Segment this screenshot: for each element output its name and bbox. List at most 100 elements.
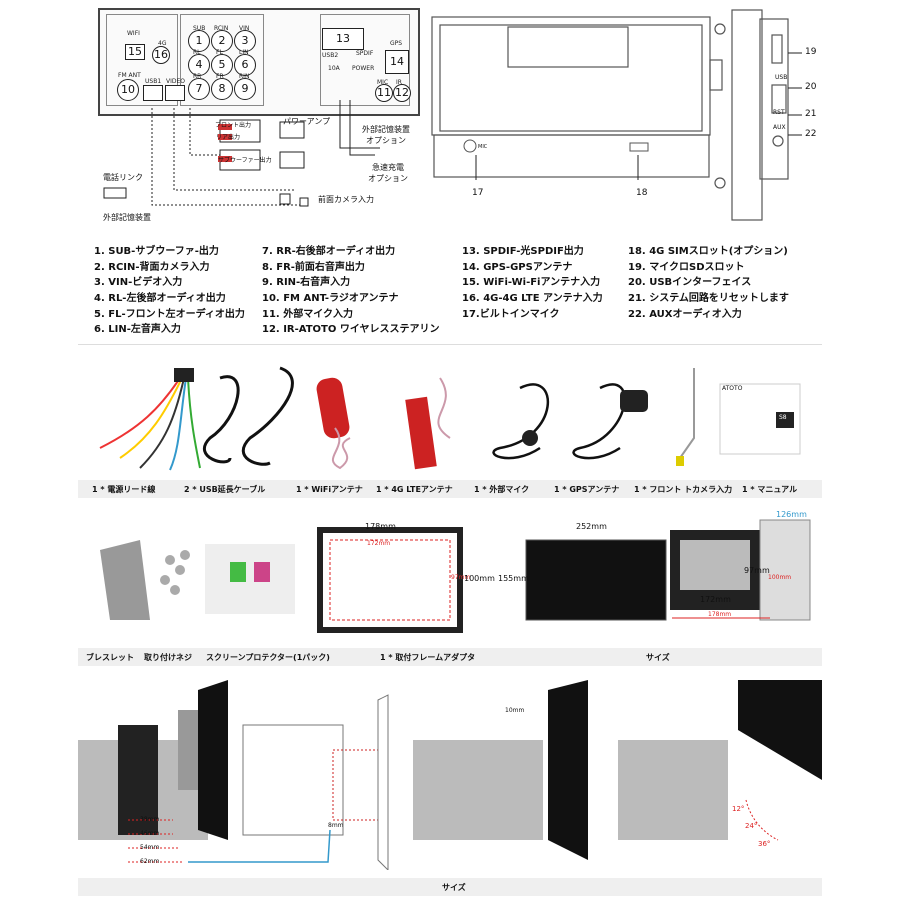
connector-2: 2 <box>211 30 233 52</box>
acc-manual: 1 * マニュアル <box>742 485 798 494</box>
rear-mid-block <box>180 14 264 106</box>
frame-width: 178mm <box>365 522 396 531</box>
rear-out-label: リア出力 <box>216 134 241 141</box>
ir-label: IR <box>396 79 402 86</box>
connector-16: 16 <box>152 46 170 64</box>
usb1-port <box>143 85 163 101</box>
subwoofer-out-label: サブウーファー出力 <box>218 157 272 164</box>
video-label: VIDEO <box>166 78 186 85</box>
legend-item: 2. RCIN-背面カメラ入力 <box>94 261 210 273</box>
rin-label: RIN <box>239 73 250 80</box>
angle-36: 36° <box>758 840 771 848</box>
connector-14: 14 <box>385 50 409 74</box>
front-side-view <box>431 9 802 221</box>
rr-label: RR <box>193 73 202 80</box>
legend-item: 9. RIN-右音声入力 <box>262 277 351 289</box>
screen-height: 155mm <box>498 574 529 583</box>
acc-screws: 取り付けネジ <box>144 653 192 662</box>
legend-item: 10. FM ANT-ラジオアンテナ <box>262 293 399 305</box>
power-amp-label: パワーアンプ <box>283 117 331 126</box>
legend-col-4: 18. 4G SIMスロット(オプション) 19. マイクロSDスロット 20. U… <box>628 244 789 322</box>
legend-item: 6. LIN-左音声入力 <box>94 324 181 336</box>
rl-label: RL <box>193 49 201 56</box>
accessories-photo <box>99 366 801 471</box>
install-photos <box>78 680 822 870</box>
label-17: 17 <box>472 188 484 198</box>
legend-col-3: 13. SPDIF-光SPDIF出力 14. GPS-GPSアンテナ 15. WiF… <box>462 244 603 322</box>
acc-frame-adapter: 1 * 取付フレームアダプタ <box>380 653 476 662</box>
caption-bar-2 <box>78 648 822 666</box>
legend-item: 19. マイクロSDスロット <box>628 261 745 273</box>
screen-width: 252mm <box>576 522 607 531</box>
sub-label: SUB <box>193 25 206 32</box>
connector-6: 6 <box>234 54 256 76</box>
connector-3: 3 <box>234 30 256 52</box>
usb1-label: USB1 <box>145 78 162 85</box>
depth-62: 62mm <box>140 858 160 865</box>
lin-label: LIN <box>239 49 249 56</box>
rear-left-block <box>106 14 178 106</box>
label-18: 18 <box>636 188 648 198</box>
caption-bar-3 <box>78 878 822 896</box>
bottom-caption: サイズ <box>442 883 466 892</box>
angle-24: 24° <box>745 822 758 830</box>
legend-item: 17.ビルトインマイク <box>462 308 560 320</box>
usb2-label: USB2 <box>322 52 339 59</box>
4g-label: 4G <box>158 40 167 47</box>
legend-item: 16. 4G-4G LTE アンテナ入力 <box>462 293 603 305</box>
legend-item: 11. 外部マイク入力 <box>262 308 353 320</box>
usb-side-label: USB <box>775 74 788 81</box>
manual-model: S8 <box>779 414 787 421</box>
unit-height: 97mm <box>744 566 770 575</box>
mic-label: MIC <box>377 79 389 86</box>
frame-inner-height: 97mm <box>451 574 471 581</box>
label-22: 22 <box>805 129 817 139</box>
fl-label: FL <box>216 49 223 56</box>
mic-port-label: MIC <box>478 144 488 150</box>
legend-item: 22. AUXオーディオ入力 <box>628 308 742 320</box>
unit-height2: 100mm <box>768 574 792 581</box>
acc-bracelet: ブレスレット <box>86 653 134 662</box>
legend-item: 21. システム回路をリセットします <box>628 293 789 305</box>
depth-46: 46mm <box>140 830 160 837</box>
legend-item: 5. FL-フロント左オーディオ出力 <box>94 308 245 320</box>
legend-item: 18. 4G SIMスロット(オプション) <box>628 246 788 257</box>
connector-11: 11 <box>375 84 393 102</box>
acc-4g-antenna: 1 * 4G LTEアンテナ <box>376 485 453 494</box>
rear-camera-label: 前面カメラ入力 <box>318 195 374 204</box>
gap-8mm: 8mm <box>328 822 344 829</box>
rear-right-block <box>320 14 410 106</box>
acc-protector: スクリーンプロテクター(1パック) <box>206 653 330 662</box>
fr-label: FR <box>216 73 224 80</box>
unit-depth: 126mm <box>776 510 807 519</box>
legend-item: 15. WiFi-Wi-Fiアンテナ入力 <box>462 277 601 289</box>
legend-item: 14. GPS-GPSアンテナ <box>462 261 573 273</box>
gps-label: GPS <box>390 40 403 47</box>
acc-gps: 1 * GPSアンテナ <box>554 485 620 494</box>
legend-item: 13. SPDIF-光SPDIF出力 <box>462 246 584 257</box>
legend-item: 12. IR-ATOTO ワイヤレスステアリン <box>262 324 440 336</box>
connector-7: 7 <box>188 78 210 100</box>
unit-width: 172mm <box>700 595 731 604</box>
phone-link-label: 電話リンク <box>103 173 143 182</box>
angle-12: 12° <box>732 805 745 813</box>
acc-wifi-antenna: 1 * WiFiアンテナ <box>296 485 363 494</box>
label-19: 19 <box>805 47 817 57</box>
video-port <box>165 85 185 101</box>
divider <box>78 344 822 345</box>
connector-1: 1 <box>188 30 210 52</box>
connector-15: 15 <box>125 44 145 60</box>
acc-mic: 1 * 外部マイク <box>474 485 530 494</box>
vin-label: VIN <box>239 25 250 32</box>
frame-inner-width: 172mm <box>367 540 391 547</box>
label-21: 21 <box>805 109 817 119</box>
top-gap: 10mm <box>505 707 525 714</box>
manual-brand: ATOTO <box>722 385 743 392</box>
connector-5: 5 <box>211 54 233 76</box>
legend-item: 20. USBインターフェイス <box>628 277 752 289</box>
legend-item: 8. FR-前面右音声出力 <box>262 261 365 273</box>
ext-storage2-label: 外部記憶装置 <box>103 213 151 222</box>
acc-power-lead: 1 * 電源リード線 <box>92 485 156 494</box>
